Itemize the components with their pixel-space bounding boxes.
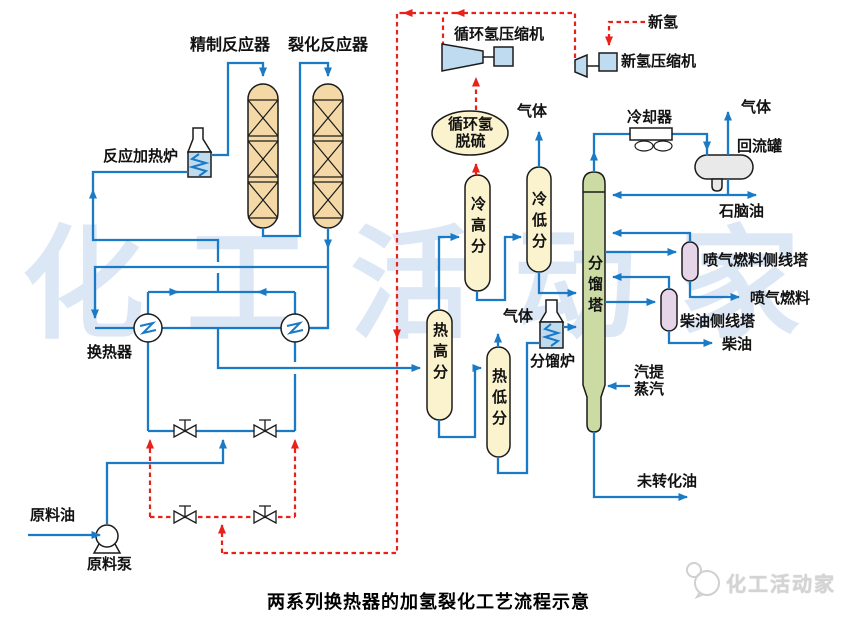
fractionation-tower-vessel [582,171,606,433]
fractionation-furnace-icon [538,299,565,349]
label-refining-reactor: 精制反应器 [190,35,271,54]
label-feed-pump: 原料泵 [87,555,133,573]
valve-icon [253,505,277,525]
label-hot-hp-separator: 热高分 [431,322,449,385]
label-gas-hot-lp: 气体 [503,307,534,325]
label-jet-fuel: 喷气燃料 [750,289,811,307]
label-gas-drum: 气体 [741,98,772,116]
label-reaction-furnace: 反应加热炉 [103,147,179,165]
label-recycle-h2-compressor: 循环氢压缩机 [454,25,545,43]
fresh-h2-compressor-icon [574,52,618,79]
label-fresh-h2: 新氢 [648,13,679,31]
label-unconverted-oil: 未转化油 [637,472,698,490]
label-jet-fuel-side-stripper: 喷气燃料侧线塔 [703,251,809,269]
equipment-layer [133,43,673,525]
reflux-drum-icon [694,154,754,192]
diesel-side-stripper-vessel [660,288,678,332]
megaphone-bubbles-icon [686,562,720,600]
label-cold-lp-separator: 冷低分 [530,191,548,254]
label-fresh-h2-compressor: 新氢压缩机 [621,52,697,70]
valve-icon [253,419,277,439]
hydrogen-lines [146,9,645,555]
valve-icon [173,505,197,525]
vessels-layer [92,83,754,554]
heat-exchanger-icon [133,313,163,343]
refining-reactor-vessel [247,83,279,229]
label-hot-lp-separator: 热低分 [490,368,508,431]
label-fractionation-furnace: 分馏炉 [530,352,576,370]
heat-exchanger-icon [280,313,310,343]
cooler-icon [629,127,673,152]
label-cracking-reactor: 裂化反应器 [288,35,369,54]
label-heat-exchanger: 换热器 [87,343,133,361]
label-diesel-side-stripper: 柴油侧线塔 [680,312,756,330]
valves [173,419,277,525]
label-naphtha: 石脑油 [719,202,765,220]
reaction-furnace-icon [186,127,213,178]
recycle-h2-desulf-vessel [431,110,509,156]
feed-pump-icon [92,524,122,554]
label-feed-oil: 原料油 [30,506,76,524]
label-diesel: 柴油 [722,335,753,353]
jet-fuel-side-stripper-vessel [681,241,699,282]
logo-text: 化工活动家 [726,572,836,596]
label-reflux-drum: 回流罐 [737,137,783,155]
label-fractionation-tower: 分馏塔 [586,255,604,318]
label-stripping-steam: 汽提 蒸汽 [634,363,665,398]
diagram-caption: 两系列换热器的加氢裂化工艺流程示意 [267,592,590,613]
cracking-reactor-vessel [312,83,344,229]
label-cold-hp-separator: 冷高分 [469,196,487,259]
recycle-h2-compressor-icon [441,43,514,72]
label-cooler: 冷却器 [627,108,673,126]
label-gas-cold-lp: 气体 [517,102,548,120]
valve-icon [173,419,197,439]
label-recycle-h2-desulf: 循环氢 脱硫 [447,115,493,150]
